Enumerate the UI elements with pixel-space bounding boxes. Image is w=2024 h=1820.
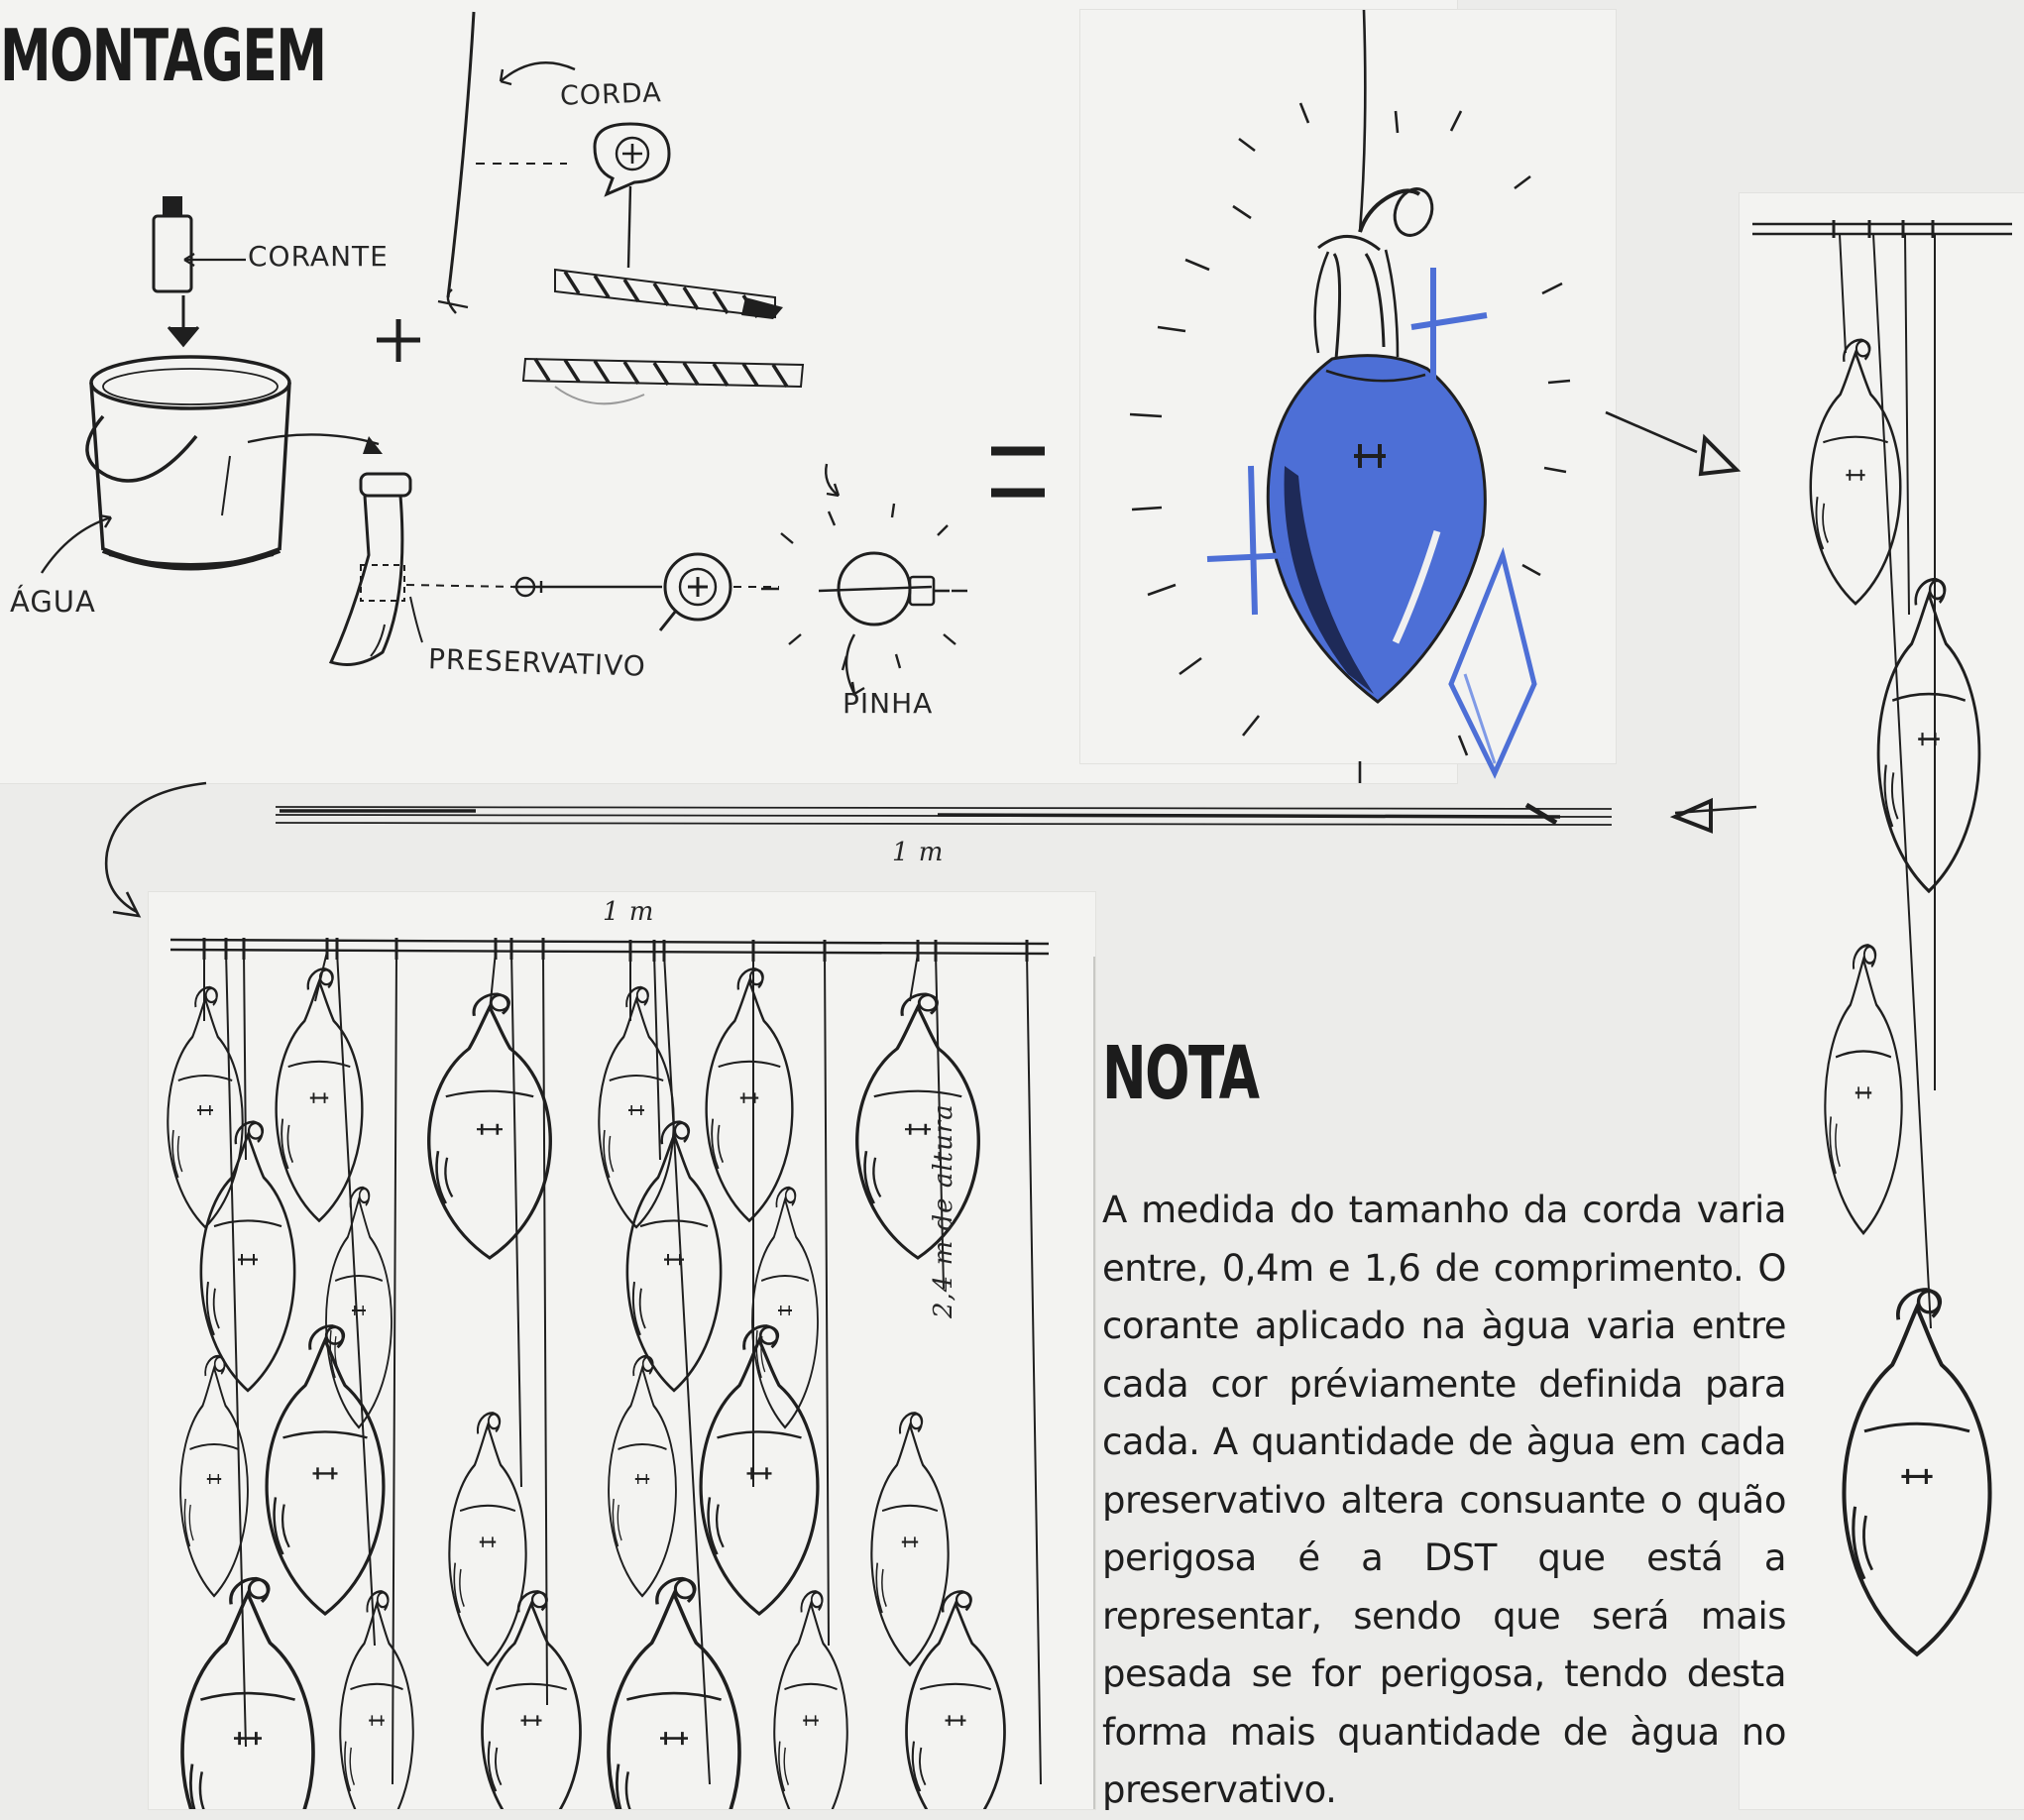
page-title: MONTAGEM [0,14,327,97]
nota-heading: NOTA [1102,1031,1260,1116]
corante-label: CORANTE [248,240,389,273]
nota-text: A medida do tamanho da corda varia entre… [1102,1189,1787,1811]
curtain-width-label: 1 m [603,897,655,927]
condom-assembly-icon [328,463,841,666]
corda-rope-icon [437,11,805,405]
corda-label: CORDA [559,77,663,112]
right-hanging-detail [1669,220,2012,1654]
paper-sheet-right [1740,193,2024,1809]
blue-hanging-condom-icon [1129,9,1742,783]
pinha-icon [761,503,967,696]
pinha-label: PINHA [843,687,934,720]
corante-bottle-icon [152,196,246,348]
scale-length-label: 1 m [892,838,945,867]
curtain-height-label: 2,4 m de altura [929,1103,958,1318]
curtain-illustration [166,938,1050,1809]
plus-sign-icon [377,319,420,362]
scale-bar-1m [104,781,1613,918]
agua-label: ÁGUA [10,585,96,619]
bucket-icon [40,355,383,574]
equals-sign-icon [991,446,1045,498]
